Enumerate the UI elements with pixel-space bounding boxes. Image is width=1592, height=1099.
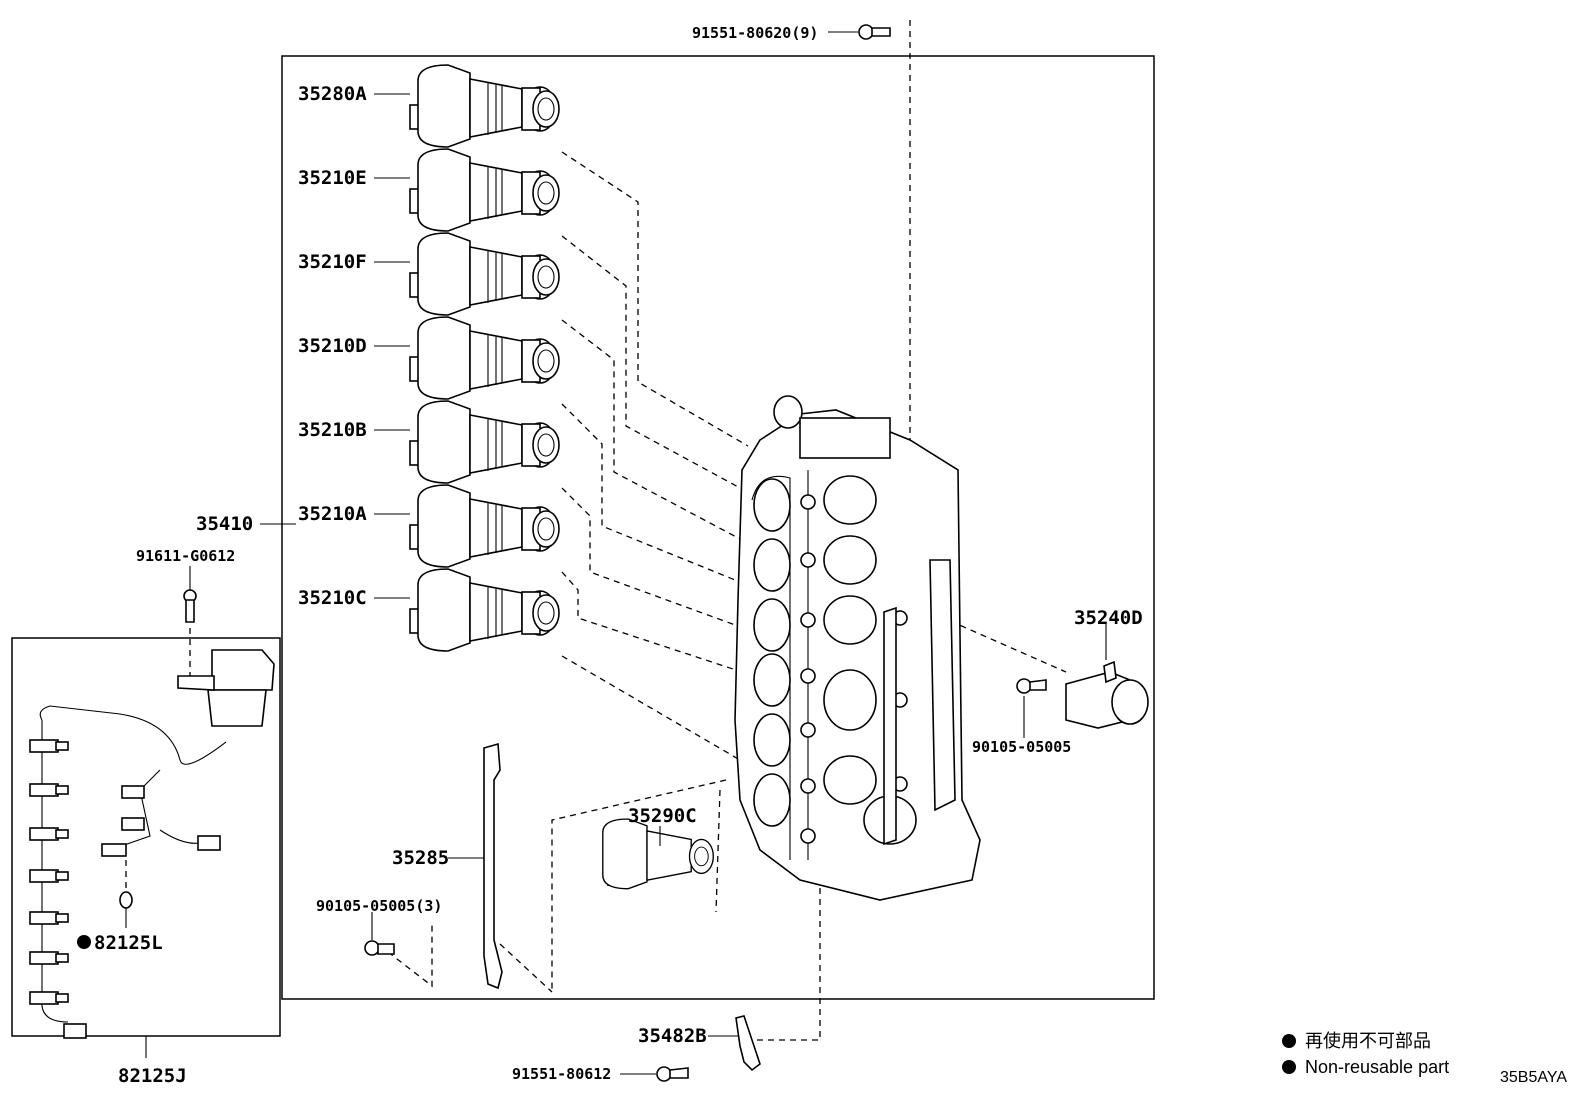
bullet-icon [1282,1034,1296,1048]
label-35210C: 35210C [298,587,367,609]
bolt-91611 [183,589,197,623]
label-35410: 35410 [196,513,253,535]
solenoid-35210F [409,232,560,316]
bolt-91551-bottom [656,1066,689,1082]
harness-82125J [29,649,275,1039]
diagram-code: 35B5AYA [1500,1069,1568,1086]
solenoid-35210A [409,484,560,568]
legend-row-en: Non-reusable part [1282,1054,1449,1080]
label-35482B: 35482B [638,1025,707,1047]
solenoid-35280A [409,64,560,148]
label-90105-05005-3: 90105-05005(3) [316,897,442,915]
label-35210D: 35210D [298,335,367,357]
bullet-icon [1282,1060,1296,1074]
label-35285: 35285 [392,847,449,869]
label-35210E: 35210E [298,167,367,189]
legend: 再使用不可部品 Non-reusable part [1282,1028,1449,1080]
label-90105-05005: 90105-05005 [972,738,1071,756]
legend-row-cn: 再使用不可部品 [1282,1028,1449,1054]
label-91611-G0612: 91611-G0612 [136,547,235,565]
bolt-91551-top [858,24,891,40]
part-35240D [1065,660,1149,729]
solenoid-35290C [602,818,714,890]
label-35210B: 35210B [298,419,367,441]
plate-35285 [483,742,503,990]
bolt-90105-bottom [364,940,395,956]
solenoid-35210D [409,316,560,400]
label-35280A: 35280A [298,83,367,105]
label-35240D: 35240D [1074,607,1143,629]
bolt-90105-right [1016,678,1047,694]
legend-en-text: Non-reusable part [1305,1057,1450,1077]
label-82125J: 82125J [118,1065,187,1087]
oring-82125L [119,891,133,909]
label-35210A: 35210A [298,503,367,525]
legend-cn-text: 再使用不可部品 [1305,1031,1431,1051]
label-35210F: 35210F [298,251,367,273]
non-reusable-dot [77,935,91,949]
solenoid-35210E [409,148,560,232]
label-91551-80612: 91551-80612 [512,1065,611,1083]
label-91551-80620: 91551-80620(9) [692,24,818,42]
solenoid-35210B [409,400,560,484]
solenoid-35210C [409,568,560,652]
valve-body [734,395,981,901]
label-35290C: 35290C [628,805,697,827]
label-82125L: 82125L [94,932,163,954]
assembly-frame [281,55,1155,1000]
bracket-35482B [735,1015,761,1072]
